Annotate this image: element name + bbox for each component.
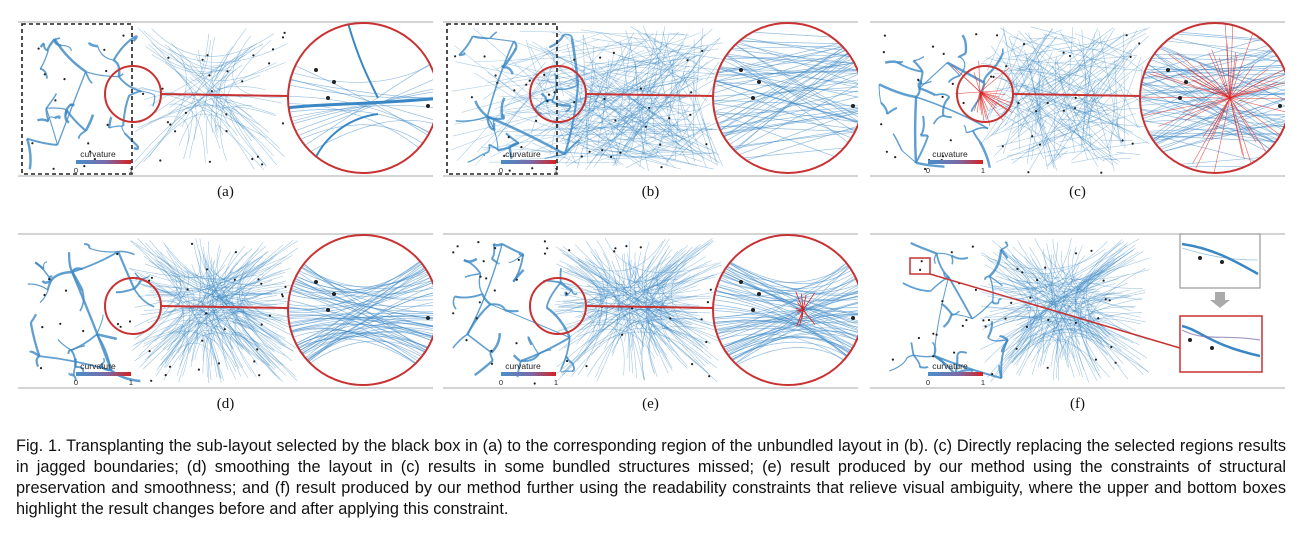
legend-title: curvature <box>932 361 968 371</box>
legend-title: curvature <box>932 149 968 159</box>
zoom-connector <box>585 305 714 309</box>
high-curvature-edges <box>951 60 1013 127</box>
graph-edges <box>889 238 1150 383</box>
zoom-circle <box>712 234 858 386</box>
graph-edges <box>25 27 288 171</box>
zoom-circle <box>287 234 433 386</box>
selection-box <box>21 23 133 175</box>
legend-title: curvature <box>505 149 541 159</box>
highlight-square <box>909 257 931 275</box>
graph-edges <box>452 237 724 383</box>
legend-title: curvature <box>505 361 541 371</box>
graph-nodes <box>454 49 708 172</box>
zoom-circle <box>1139 22 1285 174</box>
panel-label-d: (d) <box>216 396 235 412</box>
panel-label-f: (f) <box>1070 396 1085 412</box>
legend-title: curvature <box>80 149 116 159</box>
panel-label-a: (a) <box>217 184 234 200</box>
legend-gradient-bar <box>928 160 983 164</box>
zoom-circle <box>712 22 858 174</box>
zoom-inset <box>288 23 433 173</box>
legend-min-label: 0 <box>926 166 930 175</box>
legend-min-label: 0 <box>74 378 78 387</box>
graph-edges <box>878 26 1151 171</box>
legend-min-label: 0 <box>499 166 503 175</box>
legend-title: curvature <box>80 361 116 371</box>
down-arrow-icon <box>1210 292 1230 308</box>
graph-edges <box>451 26 724 171</box>
zoom-connector <box>1012 93 1141 97</box>
graph-nodes <box>31 31 286 170</box>
legend-gradient-bar <box>76 160 131 164</box>
zoom-inset <box>713 23 858 173</box>
legend-min-label: 0 <box>926 378 930 387</box>
graph-edges <box>27 238 299 384</box>
graph-nodes <box>39 242 287 382</box>
legend-min-label: 0 <box>499 378 503 387</box>
legend-gradient-bar <box>501 160 556 164</box>
before-inset <box>1179 233 1261 289</box>
legend-min-label: 0 <box>74 166 78 175</box>
legend-max-label: 1 <box>981 378 985 387</box>
legend-gradient-bar <box>501 372 556 376</box>
zoom-inset <box>1140 23 1285 173</box>
legend-max-label: 1 <box>981 166 985 175</box>
panel-label-b: (b) <box>641 184 660 200</box>
zoom-connector <box>160 305 289 309</box>
legend-max-label: 1 <box>129 378 133 387</box>
panel-label-c: (c) <box>1069 184 1086 200</box>
zoom-connector <box>929 273 1181 349</box>
zoom-circle <box>287 22 433 174</box>
graph-nodes <box>452 240 712 385</box>
selection-box <box>446 23 558 175</box>
legend-gradient-bar <box>928 372 983 376</box>
after-inset <box>1179 315 1263 373</box>
legend-max-label: 1 <box>554 166 558 175</box>
panel-label-e: (e) <box>642 396 659 412</box>
zoom-connector <box>160 93 289 97</box>
graph-nodes <box>891 245 1117 376</box>
legend-gradient-bar <box>76 372 131 376</box>
zoom-connector <box>585 93 714 97</box>
legend-max-label: 1 <box>554 378 558 387</box>
figure-caption: Fig. 1. Transplanting the sub-layout sel… <box>16 437 1286 518</box>
legend-max-label: 1 <box>129 166 133 175</box>
